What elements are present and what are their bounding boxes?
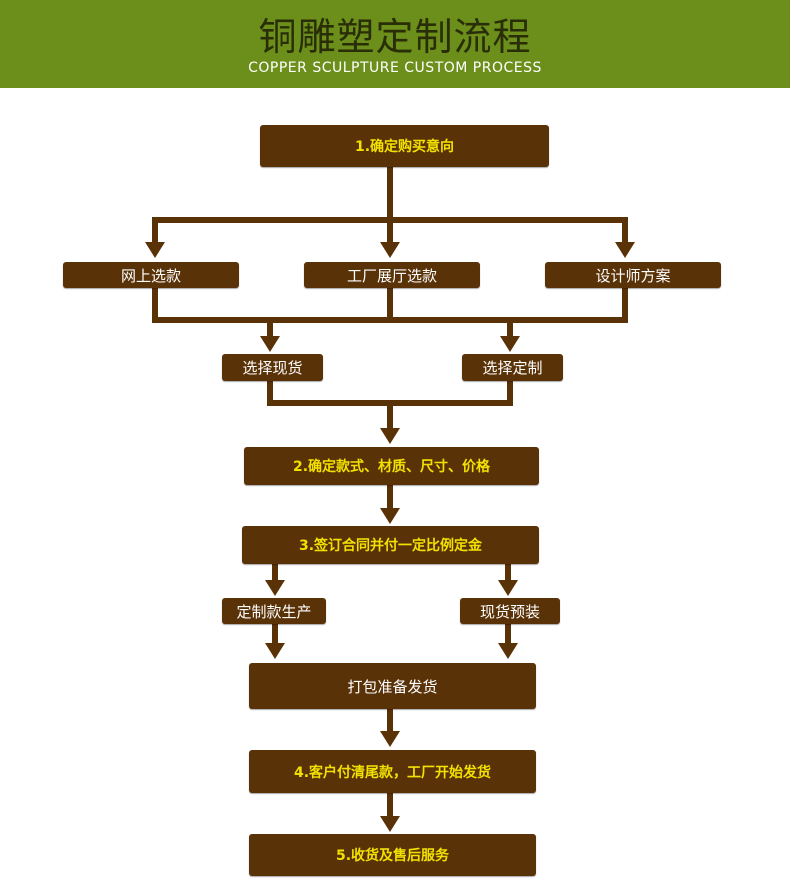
in-stock-choice-box: 选择现货	[222, 354, 323, 381]
arrow-head	[380, 428, 400, 444]
step1-box: 1.确定购买意向	[260, 125, 549, 167]
arrow-head	[380, 731, 400, 747]
step4-box: 4.客户付清尾款，工厂开始发货	[249, 750, 536, 793]
arrow-head	[498, 580, 518, 596]
step2-box: 2.确定款式、材质、尺寸、价格	[244, 447, 539, 485]
arrow-head	[615, 242, 635, 258]
arrow-head	[260, 336, 280, 352]
custom-choice-box: 选择定制	[462, 354, 563, 381]
arrow-head	[498, 643, 518, 659]
arrow-head	[265, 580, 285, 596]
arrow-head	[265, 643, 285, 659]
factory-hall-selection-box: 工厂展厅选款	[304, 262, 480, 288]
arrow-head	[380, 816, 400, 832]
arrow-head	[500, 336, 520, 352]
page-title: 铜雕塑定制流程	[258, 15, 532, 59]
step3-box: 3.签订合同并付一定比例定金	[242, 526, 539, 564]
step5-box: 5.收货及售后服务	[249, 834, 536, 876]
arrow-head	[145, 242, 165, 258]
arrow-head	[380, 242, 400, 258]
arrow-head	[380, 508, 400, 524]
custom-production-box: 定制款生产	[222, 598, 326, 624]
header-banner: 铜雕塑定制流程 COPPER SCULPTURE CUSTOM PROCESS	[0, 0, 790, 88]
page-subtitle: COPPER SCULPTURE CUSTOM PROCESS	[248, 60, 542, 76]
stock-assembly-box: 现货预装	[460, 598, 560, 624]
designer-plan-box: 设计师方案	[545, 262, 721, 288]
connector-merge-choices	[267, 381, 513, 406]
packing-box: 打包准备发货	[249, 663, 536, 709]
online-selection-box: 网上选款	[63, 262, 239, 288]
